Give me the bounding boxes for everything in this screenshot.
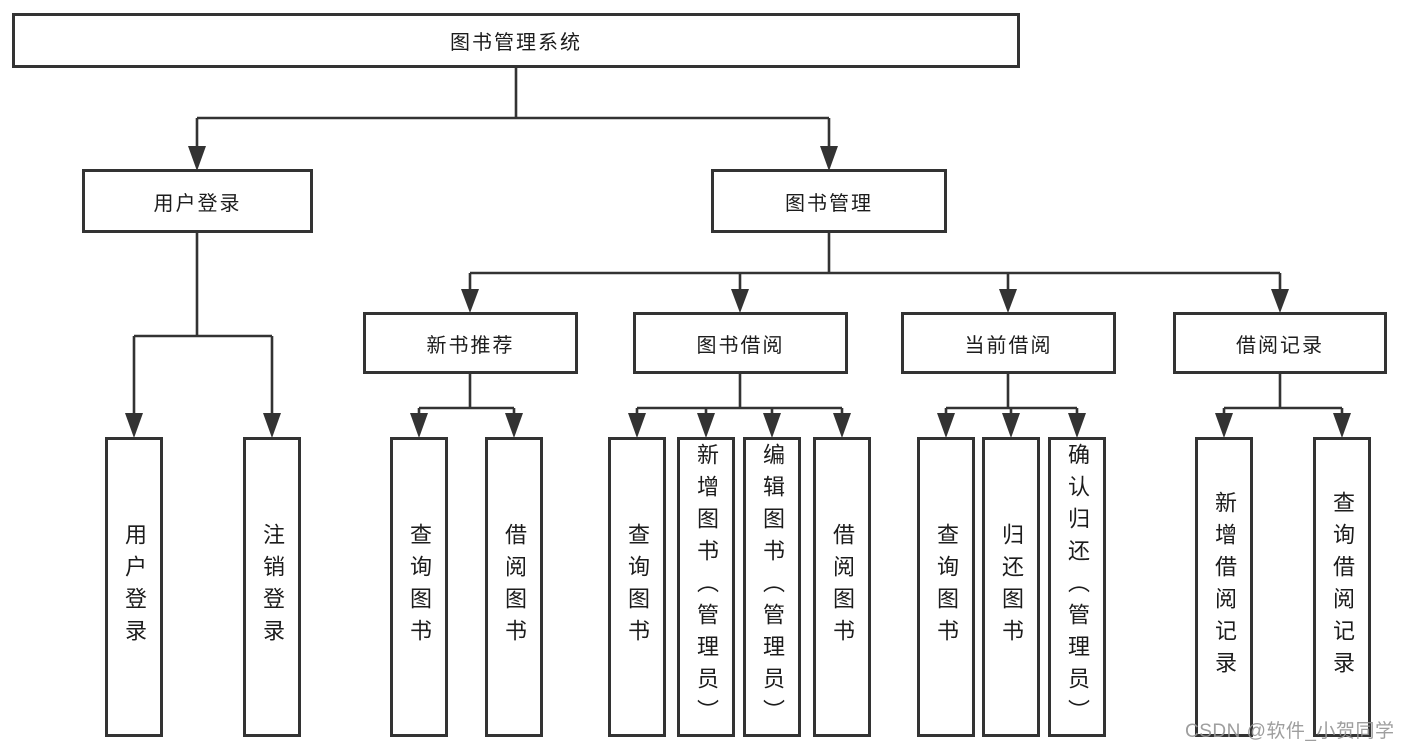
- node-borrowing-records: 借阅记录: [1173, 312, 1387, 374]
- node-book-management: 图书管理: [711, 169, 947, 233]
- node-label: 借阅记录: [1236, 334, 1324, 357]
- leaf-return-books: 归还图书: [982, 437, 1040, 737]
- node-label: 当前借阅: [964, 334, 1053, 357]
- leaf-label: 用户登录: [122, 523, 147, 651]
- leaf-label: 借阅图书: [502, 523, 527, 651]
- leaf-add-borrow-record: 新增借阅记录: [1195, 437, 1253, 737]
- leaf-label: 查询借阅记录: [1330, 491, 1355, 683]
- leaf-query-books-recommend: 查询图书: [390, 437, 448, 737]
- node-label: 图书管理系统: [450, 32, 582, 54]
- node-user-login: 用户登录: [82, 169, 313, 233]
- leaf-borrow-books-borrowing: 借阅图书: [813, 437, 871, 737]
- node-book-borrowing: 图书借阅: [633, 312, 848, 374]
- leaf-user-login: 用户登录: [105, 437, 163, 737]
- leaf-label: 查询图书: [625, 523, 650, 651]
- leaf-label: 注销登录: [260, 523, 285, 651]
- leaf-label: 查询图书: [934, 523, 959, 651]
- leaf-query-books-borrowing: 查询图书: [608, 437, 666, 737]
- leaf-label: 新增借阅记录: [1212, 491, 1237, 683]
- leaf-borrow-books-recommend: 借阅图书: [485, 437, 543, 737]
- node-label: 图书借阅: [696, 334, 785, 357]
- csdn-watermark: CSDN @软件_小贺同学: [1185, 721, 1395, 742]
- leaf-label: 确认归还（管理员）: [1065, 443, 1090, 731]
- node-label: 新书推荐: [426, 334, 515, 357]
- leaf-label: 查询图书: [407, 523, 432, 651]
- leaf-label: 编辑图书（管理员）: [760, 443, 785, 731]
- leaf-add-books-admin: 新增图书（管理员）: [677, 437, 735, 737]
- leaf-confirm-return-admin: 确认归还（管理员）: [1048, 437, 1106, 737]
- leaf-query-borrow-record: 查询借阅记录: [1313, 437, 1371, 737]
- leaf-edit-books-admin: 编辑图书（管理员）: [743, 437, 801, 737]
- leaf-label: 新增图书（管理员）: [694, 443, 719, 731]
- leaf-label: 借阅图书: [830, 523, 855, 651]
- leaf-label: 归还图书: [999, 523, 1024, 651]
- leaf-logout-login: 注销登录: [243, 437, 301, 737]
- node-library-management-system: 图书管理系统: [12, 13, 1020, 68]
- node-label: 图书管理: [785, 192, 873, 215]
- node-current-borrowing: 当前借阅: [901, 312, 1116, 374]
- node-new-book-recommendation: 新书推荐: [363, 312, 578, 374]
- leaf-query-books-current: 查询图书: [917, 437, 975, 737]
- node-label: 用户登录: [153, 192, 242, 215]
